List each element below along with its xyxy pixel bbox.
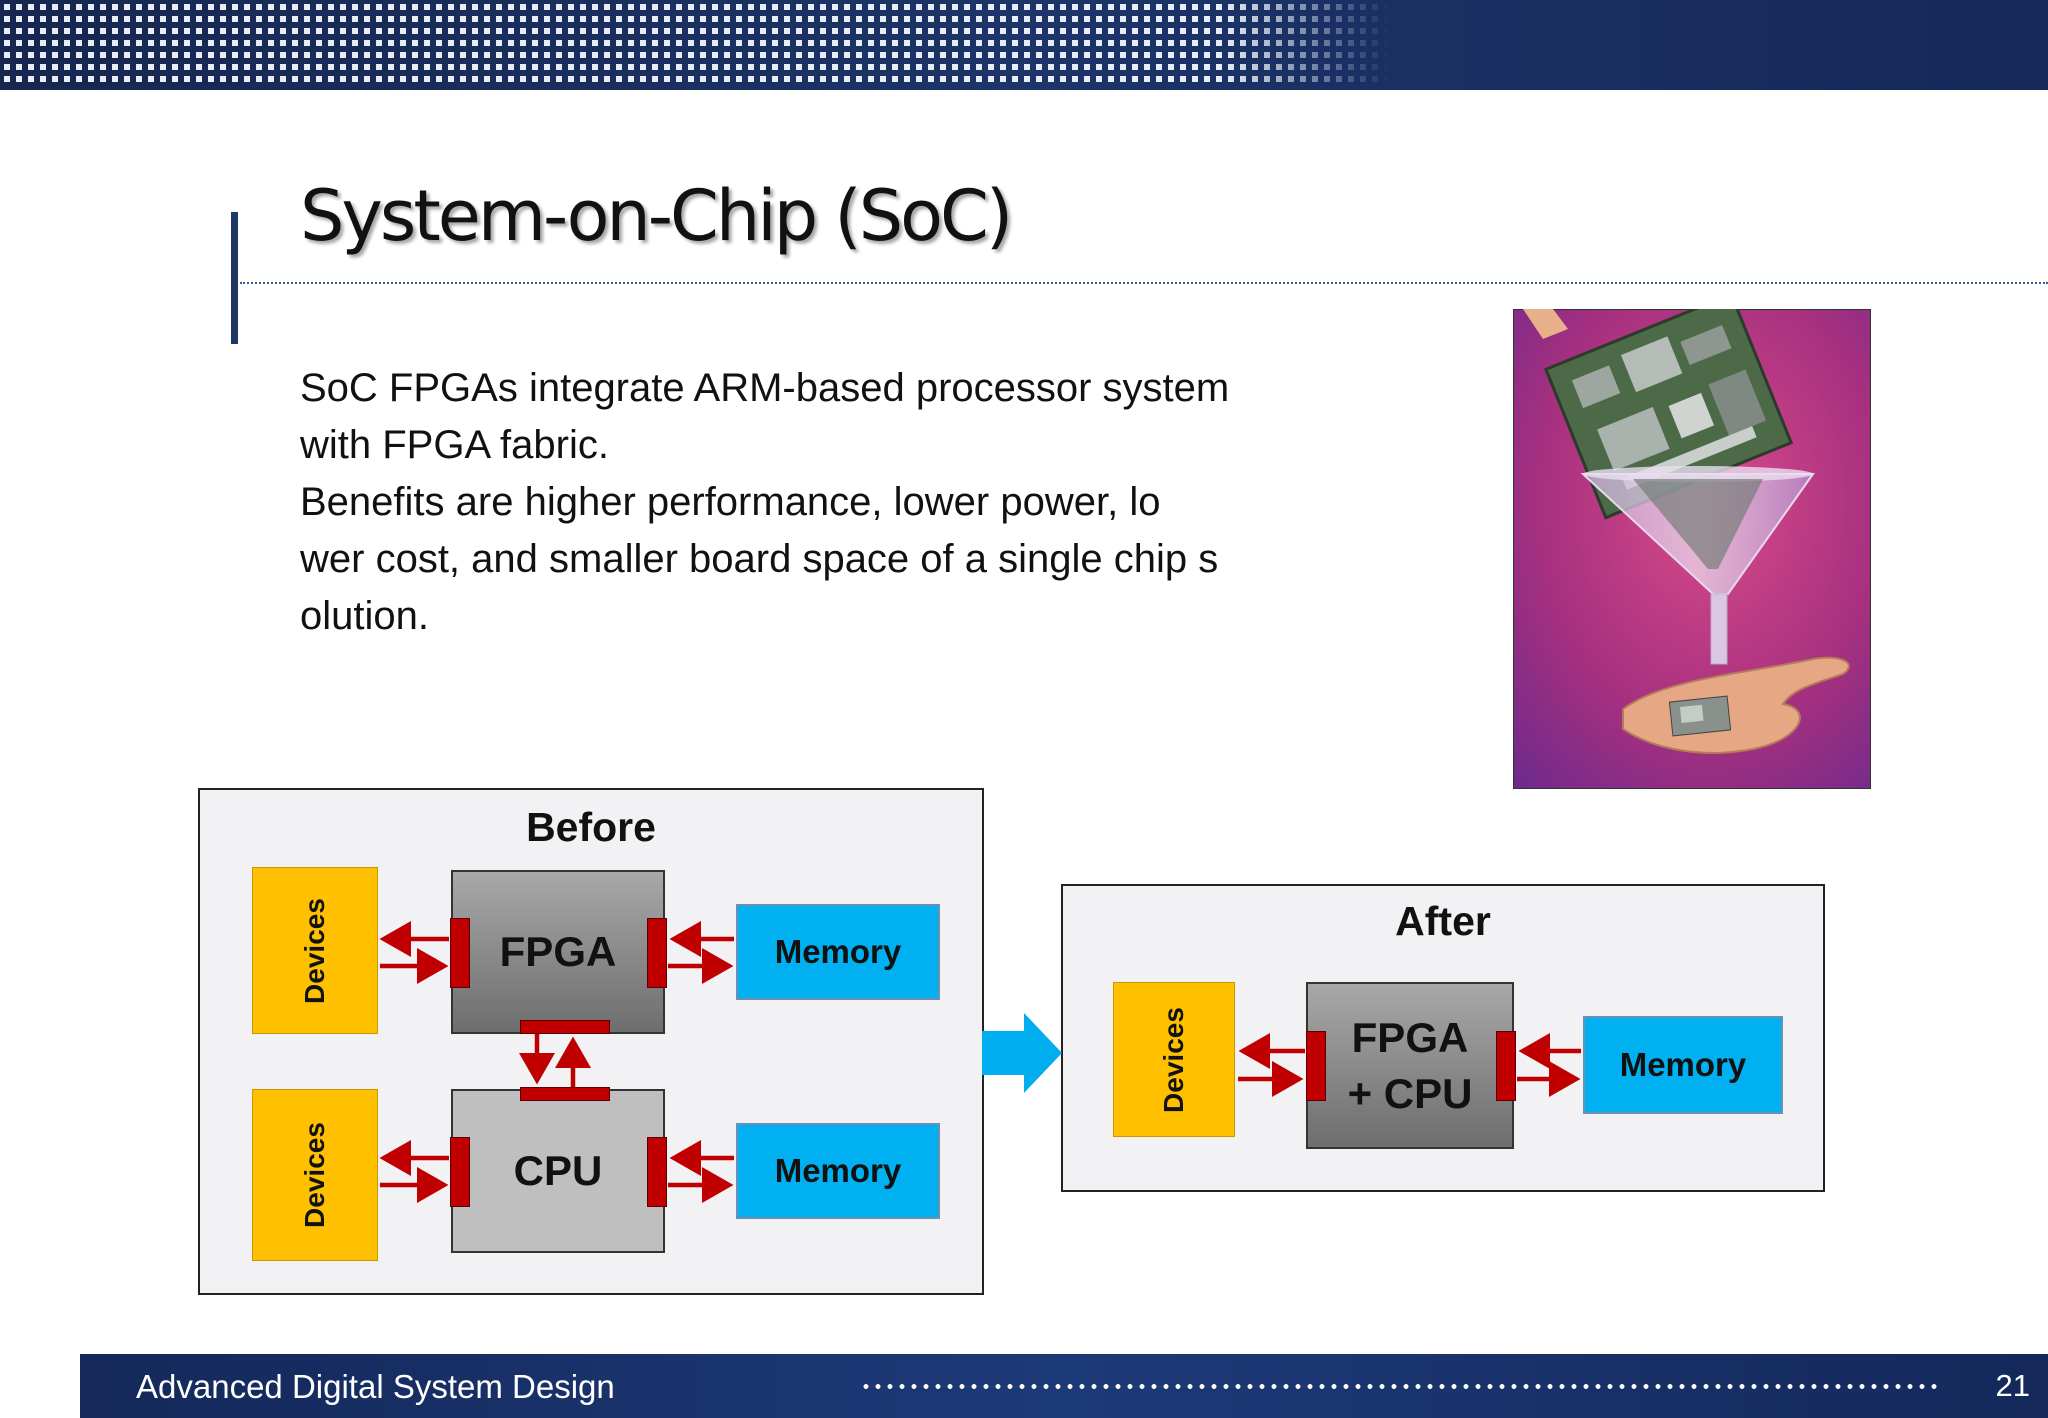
body-text: SoC FPGAs integrate ARM-based processor … — [300, 360, 1300, 645]
fpga-cpu-line: FPGA — [1351, 1013, 1469, 1061]
course-title: Advanced Digital System Design — [136, 1368, 615, 1405]
memory-label: Memory — [774, 1152, 902, 1189]
cpu-label: CPU — [513, 1147, 603, 1194]
before-title: Before — [526, 804, 656, 850]
cpu-block: CPU — [451, 1089, 665, 1253]
memory-label: Memory — [1619, 1046, 1747, 1083]
title-accent-bar — [231, 212, 238, 344]
devices-block: Devices — [1113, 982, 1235, 1137]
interface-connector — [520, 1087, 610, 1101]
devices-block: Devices — [252, 1089, 378, 1261]
slide-title: System-on-Chip (SoC) — [300, 175, 1013, 257]
header-band — [0, 0, 2048, 90]
interface-connector — [450, 918, 470, 988]
interface-connector — [647, 918, 667, 988]
body-line: SoC FPGAs integrate ARM-based processor … — [300, 366, 1230, 410]
after-title: After — [1395, 898, 1491, 944]
interface-connector — [1496, 1031, 1516, 1101]
fpga-label: FPGA — [499, 928, 617, 975]
title-divider — [240, 282, 2048, 284]
footer-bar: Advanced Digital System Design 21 — [80, 1354, 2048, 1418]
fpga-cpu-block: FPGA + CPU — [1306, 982, 1514, 1149]
interface-connector — [450, 1137, 470, 1207]
fpga-cpu-line: + CPU — [1347, 1069, 1473, 1117]
devices-block: Devices — [252, 867, 378, 1034]
footer-dot-divider — [860, 1383, 1940, 1390]
devices-label: Devices — [299, 1122, 330, 1228]
devices-label: Devices — [1158, 1006, 1189, 1113]
body-line: olution. — [300, 594, 429, 638]
memory-label: Memory — [774, 933, 902, 970]
memory-block: Memory — [1583, 1016, 1783, 1114]
fpga-cpu-label: FPGA + CPU — [1348, 1010, 1473, 1122]
interface-connector — [1306, 1031, 1326, 1101]
transition-arrow-icon — [982, 1013, 1062, 1093]
body-line: Benefits are higher performance, lower p… — [300, 480, 1161, 524]
interface-connector — [520, 1020, 610, 1034]
body-line: wer cost, and smaller board space of a s… — [300, 537, 1219, 581]
memory-block: Memory — [736, 1123, 940, 1219]
devices-label: Devices — [299, 897, 330, 1004]
interface-connector — [647, 1137, 667, 1207]
fpga-block: FPGA — [451, 870, 665, 1034]
memory-block: Memory — [736, 904, 940, 1000]
funnel-chip-photo — [1513, 309, 1871, 789]
page-number: 21 — [1995, 1368, 2030, 1403]
body-line: with FPGA fabric. — [300, 423, 609, 467]
